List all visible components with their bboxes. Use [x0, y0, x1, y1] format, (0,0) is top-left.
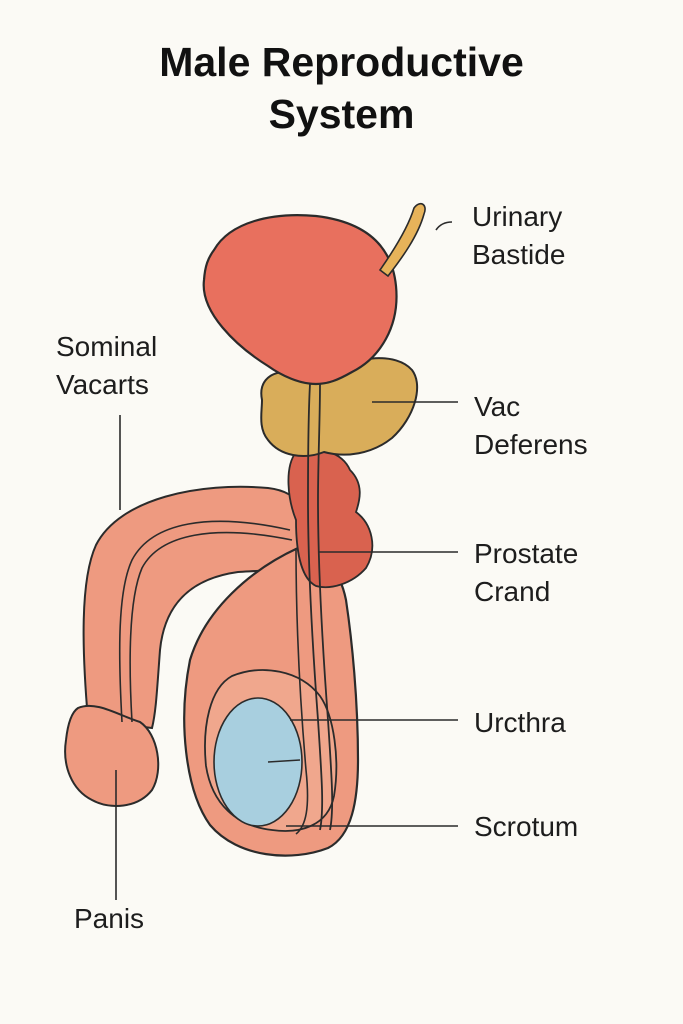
label-sominal-vacarts-line-1: Sominal	[56, 331, 158, 362]
prostate-shape	[287, 448, 374, 589]
title-line-1: Male Reproductive	[159, 39, 524, 85]
label-urinary-bastide-line-1: Urinary	[472, 201, 563, 232]
label-urinary-bastide: Urinary Bastide	[472, 198, 565, 274]
ureter-tube	[378, 202, 426, 278]
label-prostate-crand-line-1: Prostate	[474, 538, 579, 569]
title-line-2: System	[268, 91, 415, 137]
penile-urethra-line-inner	[129, 531, 293, 723]
urethra-line-left	[307, 383, 324, 831]
label-prostate-crand: Prostate Crand	[474, 535, 578, 611]
label-urinary-bastide-line-2: Bastide	[472, 239, 566, 270]
penile-urethra-line	[118, 520, 291, 723]
label-panis: Panis	[74, 900, 144, 938]
testis-shape	[213, 697, 303, 827]
label-urcthra-line-1: Urcthra	[474, 707, 566, 738]
glans-shape	[64, 704, 160, 807]
label-vac-deferens-line-2: Deferens	[474, 429, 588, 460]
urethra-line-outer	[295, 547, 309, 835]
label-urcthra: Urcthra	[474, 704, 566, 742]
label-vac-deferens-line-1: Vac	[474, 391, 521, 422]
testis-mark	[267, 759, 301, 763]
label-prostate-crand-line-2: Crand	[474, 576, 551, 607]
label-panis-line-1: Panis	[74, 903, 145, 934]
label-sominal-vacarts: Sominal Vacarts	[56, 328, 157, 404]
urethra-line-right	[317, 383, 334, 831]
label-vac-deferens: Vac Deferens	[474, 388, 588, 464]
diagram-title: Male Reproductive System	[0, 36, 683, 140]
label-scrotum-line-1: Scrotum	[474, 811, 579, 842]
label-scrotum: Scrotum	[474, 808, 578, 846]
label-sominal-vacarts-line-2: Vacarts	[56, 369, 149, 400]
leader-urinary-bastide	[435, 221, 453, 231]
bladder-shape	[202, 214, 398, 386]
